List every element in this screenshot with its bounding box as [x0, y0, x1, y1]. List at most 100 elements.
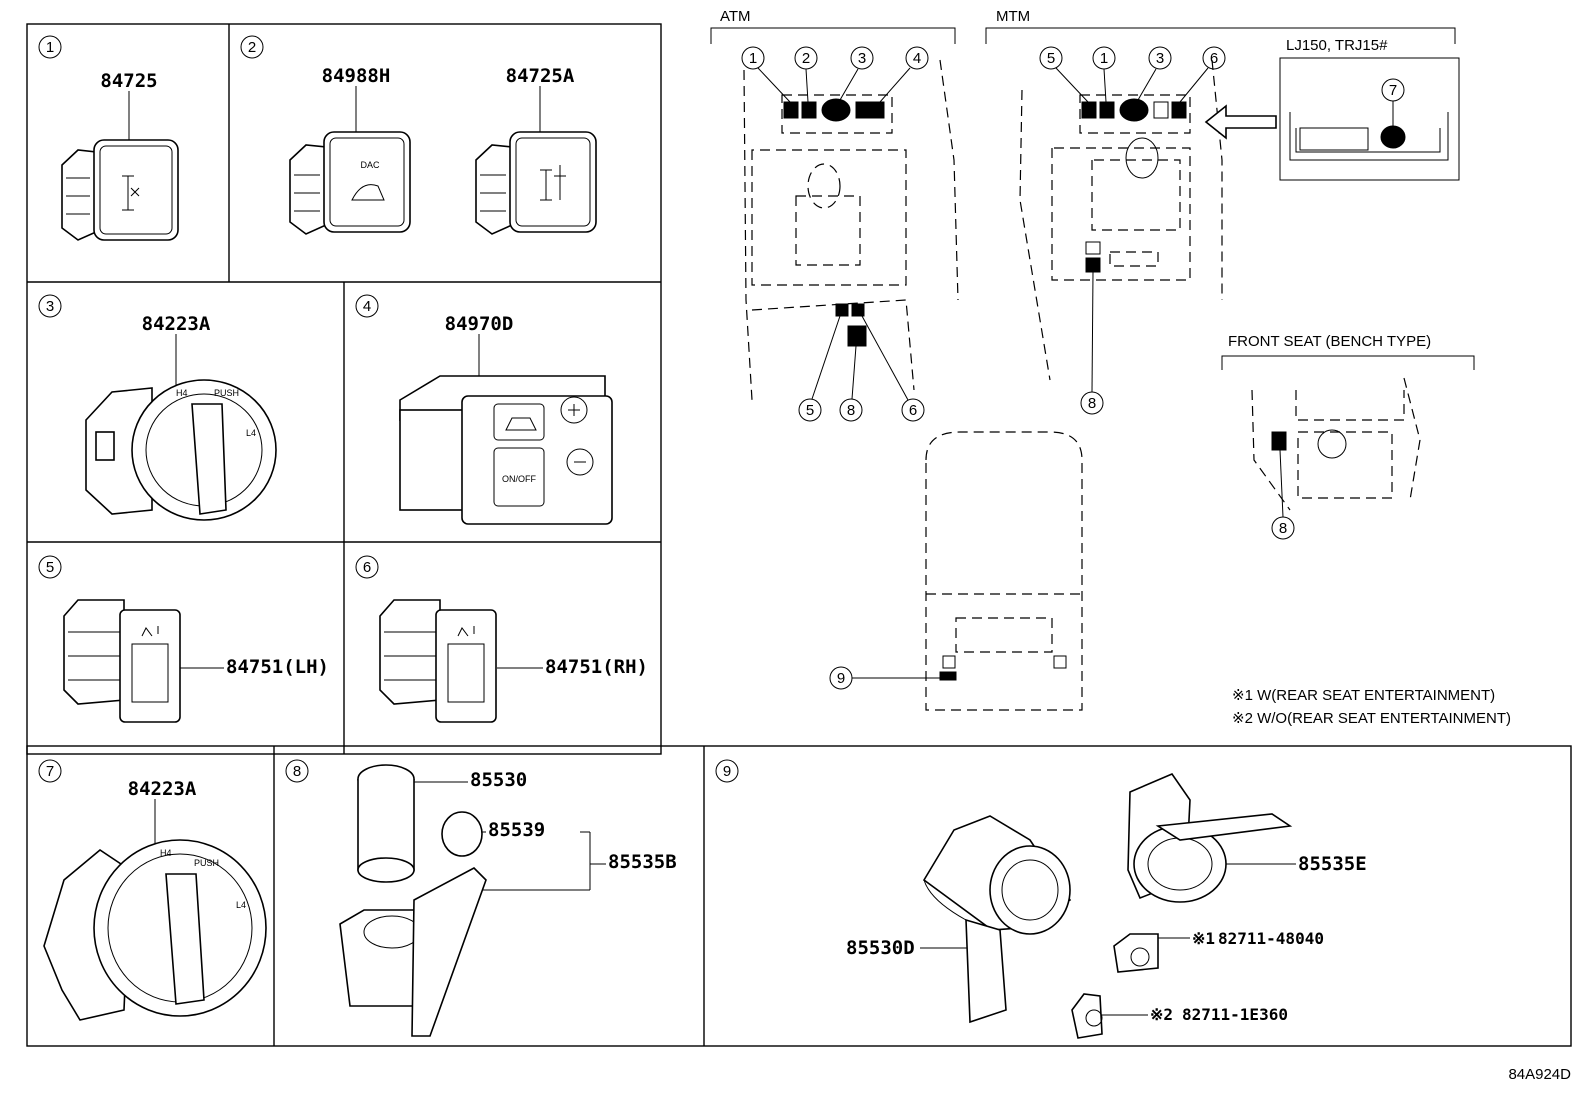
part-number: 84751(LH): [226, 656, 329, 678]
rear-console-view: 9: [829, 431, 1083, 711]
svg-text:9: 9: [837, 670, 845, 687]
part-number: 84725: [100, 70, 157, 92]
callout: 9: [829, 666, 940, 690]
cell-7: 7 84223A H4 PUSH L4: [38, 759, 267, 1021]
cell-3: 3 84223A H4 PUSH L4: [38, 294, 277, 521]
svg-text:2: 2: [802, 50, 810, 67]
console-outline: [1019, 59, 1223, 381]
part-number: 84725A: [506, 65, 575, 87]
clip-icon: [1071, 993, 1103, 1039]
mtm-label: MTM: [996, 8, 1030, 25]
dac-label: DAC: [360, 160, 380, 170]
cell-number: 7: [46, 763, 54, 780]
part-number: 85530: [470, 769, 527, 791]
part-number: 84223A: [128, 778, 197, 800]
cell-2: 2 84988H 84725A DAC: [240, 35, 597, 235]
callout: 7: [1381, 78, 1405, 126]
h4-label: H4: [176, 388, 188, 398]
cell-number: 2: [248, 39, 256, 56]
callout: 8: [1080, 271, 1104, 415]
dac-switch-icon: DAC: [289, 131, 411, 235]
part-number: 84223A: [142, 313, 211, 335]
part-number: 82711-48040: [1218, 929, 1324, 948]
svg-text:3: 3: [1156, 50, 1164, 67]
transfer-dial-icon: H4 PUSH L4: [85, 379, 277, 521]
part-number: 84751(RH): [545, 656, 648, 678]
push-label: PUSH: [194, 858, 219, 868]
bench-label: FRONT SEAT (BENCH TYPE): [1228, 333, 1431, 350]
part-number: 85535B: [608, 851, 677, 873]
callout: 4: [879, 46, 929, 103]
callout: 2: [794, 46, 818, 103]
hill-switch-icon: [475, 131, 597, 235]
rear-outlet-cover-icon: [1127, 773, 1293, 903]
callout: 1: [741, 46, 791, 103]
cell-number: 4: [363, 298, 371, 315]
mtm-view: MTM 5 1 3: [985, 8, 1456, 415]
rear-outlet-socket-icon: [922, 815, 1072, 1024]
seat-heater-switch-lh-icon: [63, 599, 181, 723]
cell-number: 3: [46, 298, 54, 315]
l4-label: L4: [246, 428, 256, 438]
push-label: PUSH: [214, 388, 239, 398]
svg-text:1: 1: [1100, 50, 1108, 67]
console-outline: [743, 59, 959, 401]
cell-8: 8 85530 85539 85535B: [285, 759, 677, 1037]
note-mark: ※2: [1150, 1005, 1173, 1024]
svg-text:6: 6: [1210, 50, 1218, 67]
cell-5: 5 84751(LH): [38, 555, 329, 723]
lj150-view: LJ150, TRJ15# 7: [1279, 37, 1460, 181]
power-outlet-icon: [339, 764, 487, 1037]
svg-text:1: 1: [749, 50, 757, 67]
l4-label: L4: [236, 900, 246, 910]
callout: 8: [839, 345, 863, 422]
part-number: 85530D: [846, 937, 915, 959]
cell-number: 6: [363, 559, 371, 576]
svg-text:8: 8: [1088, 395, 1096, 412]
callout: 6: [1179, 46, 1226, 103]
diagram-code: 84A924D: [1508, 1066, 1571, 1083]
lj150-label: LJ150, TRJ15#: [1286, 37, 1388, 54]
4wd-switch-icon: [61, 139, 179, 241]
svg-text:8: 8: [847, 402, 855, 419]
cell-number: 8: [293, 763, 301, 780]
parts-grid: [26, 23, 1572, 1047]
cell-number: 9: [723, 763, 731, 780]
part-number: 82711-1E360: [1182, 1005, 1288, 1024]
svg-text:6: 6: [909, 402, 917, 419]
part-number: 85539: [488, 819, 545, 841]
on-off-label: ON/OFF: [502, 474, 536, 484]
callout: 3: [839, 46, 874, 101]
clip-icon: [1113, 933, 1159, 973]
h4-label: H4: [160, 848, 172, 858]
callout: 6: [861, 315, 925, 422]
transfer-dial-icon: H4 PUSH L4: [43, 839, 267, 1021]
svg-text:3: 3: [858, 50, 866, 67]
atm-view: ATM 1 2 3 4: [710, 8, 959, 422]
callout: 5: [798, 315, 841, 422]
bench-seat-view: FRONT SEAT (BENCH TYPE) 8: [1221, 333, 1475, 540]
svg-text:8: 8: [1279, 520, 1287, 537]
part-number: 85535E: [1298, 853, 1367, 875]
note-mark: ※1: [1192, 929, 1215, 948]
atm-label: ATM: [720, 8, 751, 25]
callout: 3: [1137, 46, 1172, 101]
callout: 1: [1092, 46, 1116, 103]
seat-heater-switch-rh-icon: [379, 599, 497, 723]
callout: 5: [1039, 46, 1089, 103]
svg-text:7: 7: [1389, 82, 1397, 99]
svg-text:5: 5: [1047, 50, 1055, 67]
cell-4: 4 84970D ON/OFF: [355, 294, 613, 525]
callout: 8: [1271, 449, 1295, 540]
crawl-control-switch-icon: ON/OFF: [399, 375, 613, 525]
svg-text:4: 4: [913, 50, 921, 67]
svg-text:5: 5: [806, 402, 814, 419]
cell-1: 1 84725: [38, 35, 179, 241]
note-w-rse: ※1 W(REAR SEAT ENTERTAINMENT): [1232, 687, 1495, 704]
note-wo-rse: ※2 W/O(REAR SEAT ENTERTAINMENT): [1232, 710, 1511, 727]
part-number: 84988H: [322, 65, 391, 87]
cell-number: 1: [46, 39, 54, 56]
cell-number: 5: [46, 559, 54, 576]
cell-6: 6 84751(RH): [355, 555, 648, 723]
